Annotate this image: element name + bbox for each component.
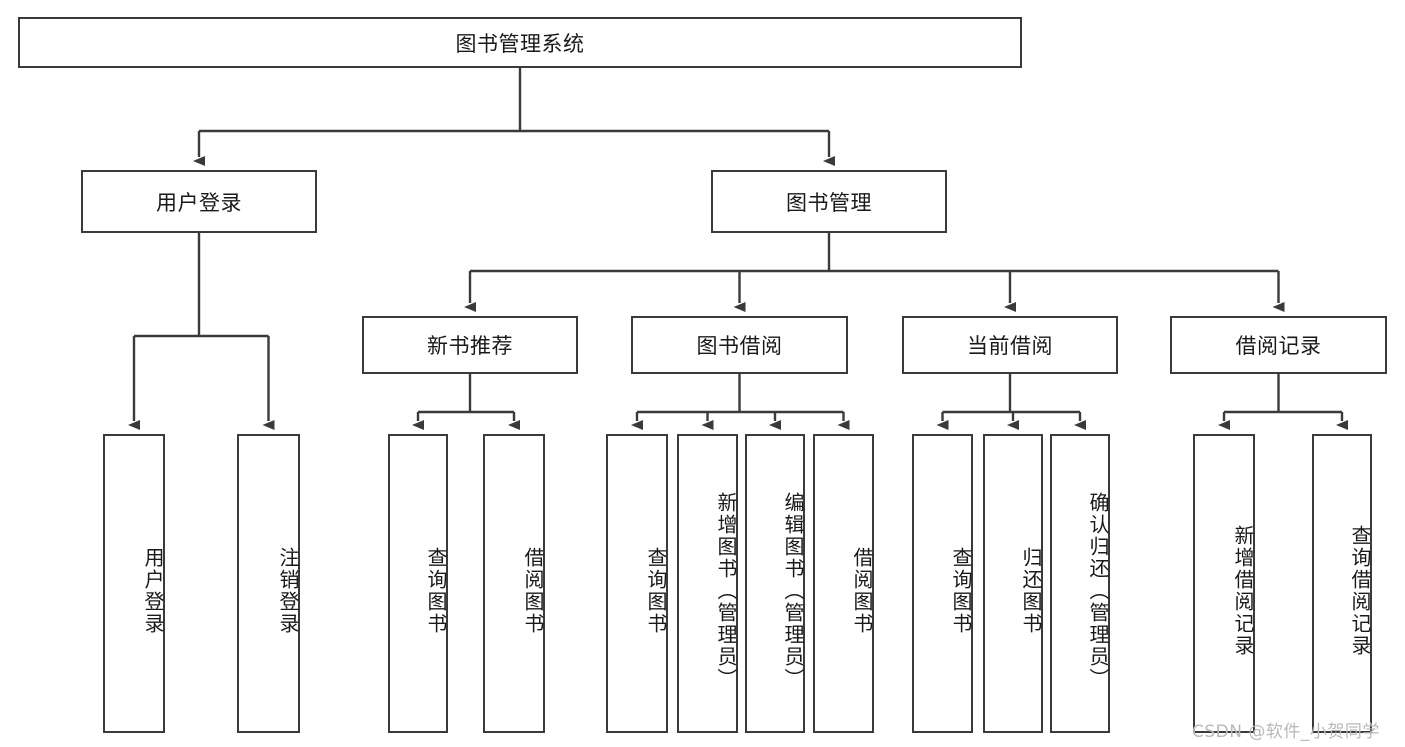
node-leaf-return-book: 归还图书	[983, 434, 1043, 733]
node-label: 确认归还（管理员）	[1086, 491, 1110, 690]
node-label: 编辑图书（管理员）	[781, 491, 805, 690]
node-label: 查询图书	[949, 546, 973, 635]
node-leaf-query-book-1: 查询图书	[388, 434, 448, 733]
csdn-watermark: CSDN @软件_小贺同学	[1192, 722, 1380, 742]
node-label: 借阅记录	[1235, 334, 1322, 358]
node-leaf-add-book: 新增图书（管理员）	[677, 434, 738, 733]
node-label: 新增图书（管理员）	[714, 491, 738, 690]
node-label: 新增借阅记录	[1231, 524, 1255, 657]
node-new-book-rec: 新书推荐	[362, 316, 578, 374]
node-label: 借阅图书	[521, 546, 545, 635]
node-leaf-logout: 注销登录	[237, 434, 300, 733]
node-label: 用户登录	[156, 190, 242, 215]
node-leaf-borrow-book-1: 借阅图书	[483, 434, 545, 733]
node-leaf-edit-book: 编辑图书（管理员）	[745, 434, 805, 733]
node-leaf-confirm-return: 确认归还（管理员）	[1050, 434, 1110, 733]
node-label: 图书管理系统	[455, 31, 585, 56]
node-label: 图书管理	[786, 190, 872, 215]
node-book-manage: 图书管理	[711, 170, 947, 233]
node-label: 新书推荐	[427, 334, 513, 358]
node-borrow-record: 借阅记录	[1170, 316, 1387, 374]
node-leaf-query-book-2: 查询图书	[606, 434, 668, 733]
node-leaf-borrow-book-2: 借阅图书	[813, 434, 874, 733]
node-leaf-query-record: 查询借阅记录	[1312, 434, 1372, 733]
node-root: 图书管理系统	[18, 17, 1022, 68]
node-current-borrow: 当前借阅	[902, 316, 1118, 374]
node-label: 图书借阅	[696, 334, 783, 358]
node-book-borrow: 图书借阅	[631, 316, 848, 374]
node-label: 查询图书	[644, 546, 668, 635]
node-label: 借阅图书	[850, 546, 874, 635]
node-label: 归还图书	[1019, 546, 1043, 635]
node-label: 查询借阅记录	[1348, 524, 1372, 657]
node-leaf-user-login: 用户登录	[103, 434, 165, 733]
node-user-login: 用户登录	[81, 170, 317, 233]
node-label: 查询图书	[424, 546, 448, 635]
node-label: 当前借阅	[967, 334, 1053, 358]
node-leaf-add-record: 新增借阅记录	[1193, 434, 1255, 733]
node-label: 用户登录	[141, 546, 165, 635]
node-label: 注销登录	[276, 546, 300, 635]
node-leaf-query-book-3: 查询图书	[912, 434, 973, 733]
